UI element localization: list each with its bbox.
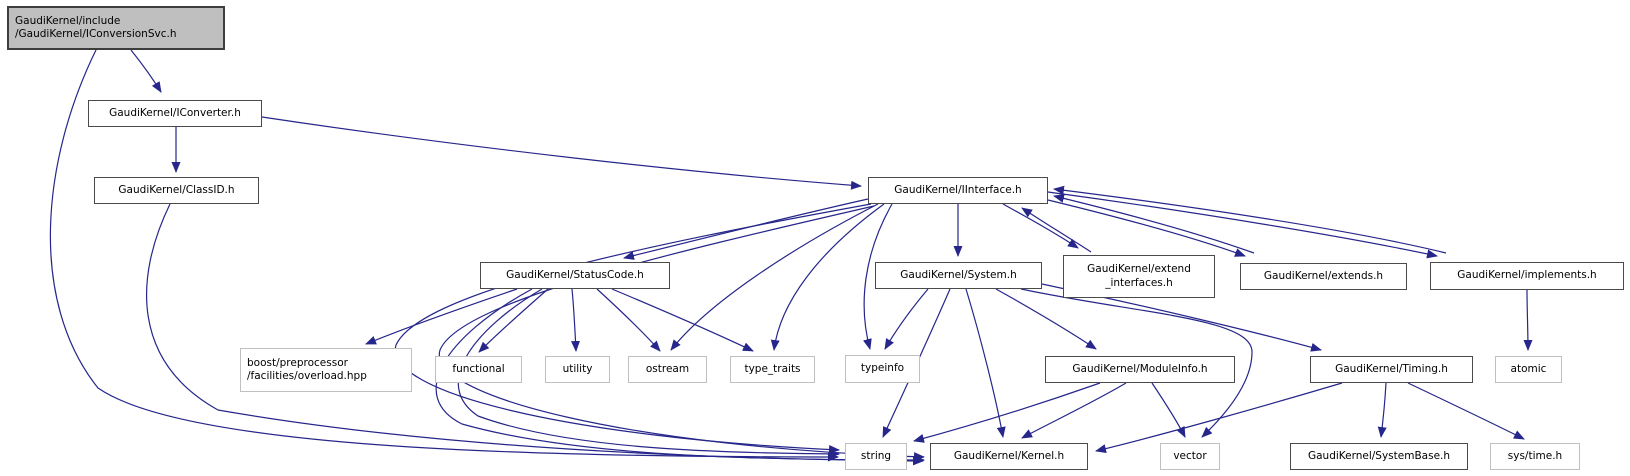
edge-statuscode-kernel (435, 288, 925, 465)
edge-implements-atomic (1523, 289, 1533, 351)
edge-iconverter-iinterface (261, 116, 862, 190)
edge-iinterface-implements (1047, 191, 1438, 259)
edge-system-typeinfo (884, 288, 929, 350)
edge-statuscode-typetraits (611, 288, 754, 352)
edge-statuscode-ostream (596, 288, 661, 352)
edge-iconversionsvc-iconverter (130, 49, 162, 93)
edge-iinterface-extends (1047, 199, 1246, 257)
node-ostream: ostream (628, 356, 707, 383)
edge-moduleinfo-string (913, 382, 1101, 443)
edge-system-kernel (965, 288, 1006, 438)
edge-timing-kernel (1095, 382, 1343, 454)
node-atomic: atomic (1495, 356, 1562, 383)
edge-extends-iinterface (1053, 193, 1255, 254)
node-utility: utility (545, 356, 610, 383)
edge-iinterface-string (394, 203, 872, 455)
node-extend-interfaces[interactable]: GaudiKernel/extend _interfaces.h (1063, 255, 1215, 298)
edge-timing-systembase (1377, 382, 1387, 438)
edge-implements-iinterface (1053, 185, 1447, 254)
edge-system-moduleinfo (995, 288, 1097, 350)
edge-moduleinfo-vector (1151, 382, 1186, 438)
edge-iinterface-ostream (670, 203, 879, 351)
edge-classid-kernel (145, 203, 924, 466)
node-system[interactable]: GaudiKernel/System.h (875, 262, 1042, 289)
node-extends[interactable]: GaudiKernel/extends.h (1240, 263, 1407, 290)
node-moduleinfo[interactable]: GaudiKernel/ModuleInfo.h (1045, 356, 1235, 383)
edge-iinterface-extendinterfaces (1002, 203, 1079, 249)
edge-moduleinfo-kernel (1021, 382, 1127, 439)
edge-statuscode-utility (571, 288, 580, 352)
node-iinterface[interactable]: GaudiKernel/IInterface.h (868, 177, 1048, 204)
node-iconversionsvc: GaudiKernel/include /GaudiKernel/IConver… (7, 6, 225, 50)
node-vector: vector (1160, 443, 1220, 470)
node-implements[interactable]: GaudiKernel/implements.h (1430, 262, 1624, 290)
edge-extendinterfaces-iinterface (1021, 207, 1092, 253)
node-kernel[interactable]: GaudiKernel/Kernel.h (930, 443, 1088, 470)
edge-iinterface-kernel (438, 205, 925, 462)
node-iconverter[interactable]: GaudiKernel/IConverter.h (88, 100, 262, 127)
node-timing[interactable]: GaudiKernel/Timing.h (1310, 356, 1473, 383)
edge-statuscode-functional (478, 288, 549, 353)
node-boost-overload: boost/preprocessor /facilities/overload.… (240, 348, 412, 392)
edge-system-vector (1020, 288, 1253, 438)
edge-statuscode-string (457, 288, 840, 459)
edge-iinterface-typeinfo (863, 203, 893, 350)
node-type-traits: type_traits (730, 356, 815, 383)
node-sys-time: sys/time.h (1490, 443, 1580, 470)
edge-statuscode-boost (365, 288, 518, 345)
edge-iinterface-typetraits (770, 203, 885, 351)
node-systembase[interactable]: GaudiKernel/SystemBase.h (1290, 443, 1468, 470)
edge-iconversionsvc-string (49, 49, 839, 462)
node-functional: functional (435, 356, 522, 383)
node-string: string (845, 443, 907, 470)
edge-timing-systime (1407, 382, 1525, 440)
node-statuscode[interactable]: GaudiKernel/StatusCode.h (480, 262, 670, 289)
node-typeinfo: typeinfo (845, 355, 920, 383)
node-classid[interactable]: GaudiKernel/ClassID.h (94, 177, 259, 204)
